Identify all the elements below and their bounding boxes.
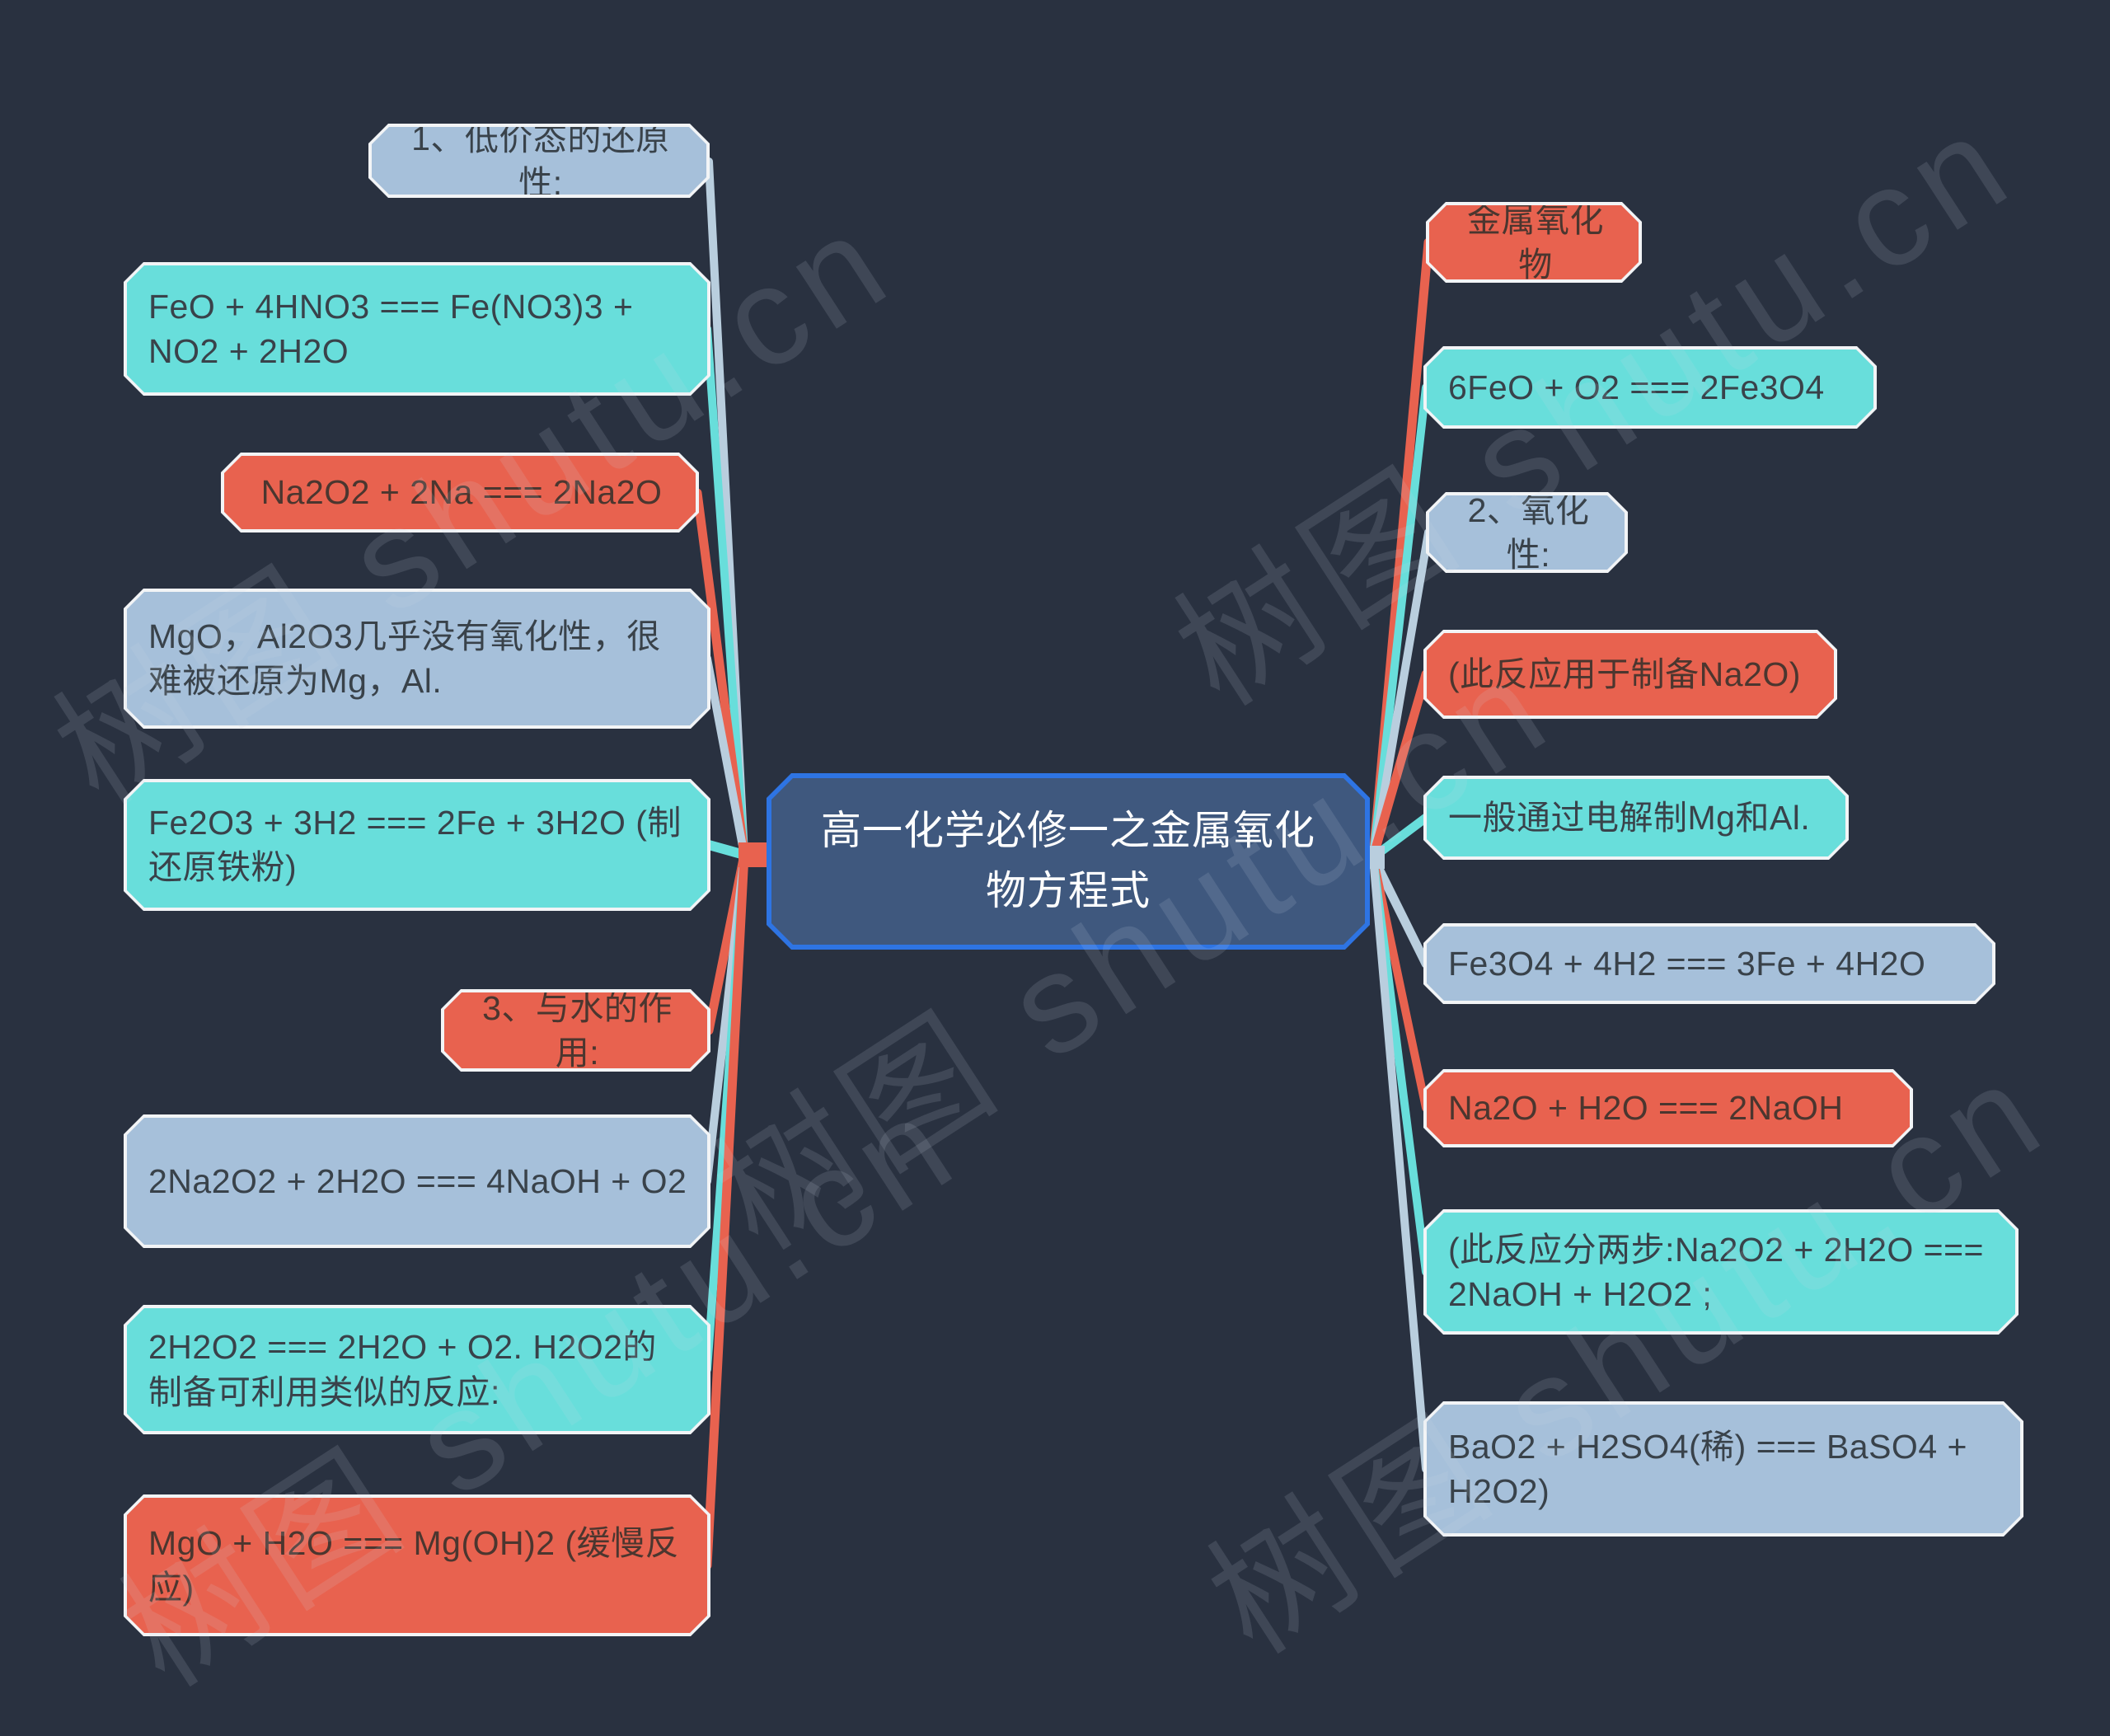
node-text: Fe3O4 + 4H2 === 3Fe + 4H2O [1448, 944, 1926, 983]
node-text: 金属氧化物 [1467, 200, 1604, 284]
node-fill: 6FeO + O2 === 2Fe3O4 [1427, 350, 1873, 425]
node-label-water-reaction[interactable]: 3、与水的作用: [441, 989, 710, 1072]
node-label-oxidizing[interactable]: 2、氧化性: [1426, 492, 1628, 573]
connector-left-9 [702, 850, 749, 1570]
node-text: Na2O + H2O === 2NaOH [1448, 1089, 1844, 1128]
node-text: 6FeO + O2 === 2Fe3O4 [1448, 368, 1825, 406]
node-note-na2o-preparation[interactable]: (此反应用于制备Na2O) [1423, 630, 1837, 719]
node-fill: MgO + H2O === Mg(OH)2 (缓慢反应) [127, 1498, 707, 1633]
node-fill: 金属氧化物 [1429, 205, 1639, 279]
node-eq-na2o2-h2o[interactable]: 2Na2O2 + 2H2O === 4NaOH + O2 [124, 1114, 710, 1248]
connector-right-2 [1369, 383, 1430, 861]
connector-left-4 [703, 655, 748, 859]
node-fill: BaO2 + H2SO4(稀) === BaSO4 + H2O2) [1427, 1405, 2020, 1533]
central-topic-node[interactable]: 高一化学必修一之金属氧化物方程式 [767, 773, 1370, 950]
connector-right-4 [1368, 669, 1431, 862]
node-eq-mgo-h2o[interactable]: MgO + H2O === Mg(OH)2 (缓慢反应) [124, 1494, 710, 1636]
node-note-electrolysis[interactable]: 一般通过电解制Mg和Al. [1423, 776, 1849, 860]
node-fill: Na2O2 + 2Na === 2Na2O [224, 456, 696, 529]
connector-right-3 [1369, 528, 1432, 861]
node-text: 一般通过电解制Mg和Al. [1448, 798, 1811, 837]
node-text: 2H2O2 === 2H2O + O2. H2O2的制备可利用类似的反应: [148, 1328, 657, 1411]
node-fill: (此反应用于制备Na2O) [1427, 633, 1834, 716]
node-fill: 一般通过电解制Mg和Al. [1427, 779, 1845, 856]
node-text: MgO + H2O === Mg(OH)2 (缓慢反应) [148, 1523, 680, 1607]
node-eq-feo-hno3[interactable]: FeO + 4HNO3 === Fe(NO3)3 + NO2 + 2H2O [124, 262, 710, 396]
node-eq-bao2-h2so4[interactable]: BaO2 + H2SO4(稀) === BaSO4 + H2O2) [1423, 1401, 2023, 1537]
node-text: FeO + 4HNO3 === Fe(NO3)3 + NO2 + 2H2O [148, 287, 634, 370]
node-note-two-steps[interactable]: (此反应分两步:Na2O2 + 2H2O === 2NaOH + H2O2 ; [1423, 1209, 2019, 1335]
node-fill: 3、与水的作用: [444, 992, 707, 1068]
node-text: Na2O2 + 2Na === 2Na2O [260, 473, 663, 512]
node-text: Fe2O3 + 3H2 === 2Fe + 3H2O (制还原铁粉) [148, 803, 682, 886]
node-eq-fe3o4-h2[interactable]: Fe3O4 + 4H2 === 3Fe + 4H2O [1423, 923, 1995, 1004]
node-fill: MgO，Al2O3几乎没有氧化性，很难被还原为Mg，Al. [127, 592, 707, 725]
connector-left-2 [703, 325, 748, 859]
node-note-mgo-al2o3[interactable]: MgO，Al2O3几乎没有氧化性，很难被还原为Mg，Al. [124, 589, 710, 729]
node-fill: (此反应分两步:Na2O2 + 2H2O === 2NaOH + H2O2 ; [1427, 1213, 2015, 1331]
node-text: 1、低价态的还原性: [411, 119, 670, 202]
node-text: BaO2 + H2SO4(稀) === BaSO4 + H2O2) [1448, 1427, 1967, 1510]
connector-left-5 [704, 840, 749, 860]
node-fill: Fe2O3 + 3H2 === 2Fe + 3H2O (制还原铁粉) [127, 782, 707, 908]
node-fill: 1、低价态的还原性: [372, 127, 706, 195]
connector-right-9 [1369, 853, 1430, 1473]
node-text: (此反应分两步:Na2O2 + 2H2O === 2NaOH + H2O2 ; [1448, 1230, 1985, 1313]
node-fill: 2、氧化性: [1429, 495, 1625, 570]
node-eq-na2o-h2o[interactable]: Na2O + H2O === 2NaOH [1423, 1069, 1913, 1147]
node-fill: FeO + 4HNO3 === Fe(NO3)3 + NO2 + 2H2O [127, 265, 707, 392]
node-label-reducibility[interactable]: 1、低价态的还原性: [368, 124, 710, 198]
central-topic-fill: 高一化学必修一之金属氧化物方程式 [771, 778, 1365, 945]
connector-right-6 [1368, 852, 1431, 969]
node-text: 2Na2O2 + 2H2O === 4NaOH + O2 [148, 1161, 687, 1200]
node-eq-fe2o3-h2[interactable]: Fe2O3 + 3H2 === 2Fe + 3H2O (制还原铁粉) [124, 779, 710, 911]
node-text: (此反应用于制备Na2O) [1448, 655, 1801, 693]
node-fill: 2H2O2 === 2H2O + O2. H2O2的制备可利用类似的反应: [127, 1308, 707, 1431]
node-fill: Fe3O4 + 4H2 === 3Fe + 4H2O [1427, 927, 1992, 1001]
node-fill: 2Na2O2 + 2H2O === 4NaOH + O2 [127, 1118, 707, 1245]
node-label-metal-oxides[interactable]: 金属氧化物 [1426, 202, 1642, 283]
node-eq-feo-o2[interactable]: 6FeO + O2 === 2Fe3O4 [1423, 346, 1877, 429]
central-topic-title: 高一化学必修一之金属氧化物方程式 [820, 808, 1315, 913]
node-text: 2、氧化性: [1467, 490, 1590, 574]
node-eq-na2o2-na[interactable]: Na2O2 + 2Na === 2Na2O [221, 453, 699, 533]
node-eq-h2o2-decompose[interactable]: 2H2O2 === 2H2O + O2. H2O2的制备可利用类似的反应: [124, 1305, 710, 1434]
node-fill: Na2O + H2O === 2NaOH [1427, 1072, 1910, 1144]
node-text: MgO，Al2O3几乎没有氧化性，很难被还原为Mg，Al. [148, 617, 661, 700]
node-text: 3、与水的作用: [482, 988, 673, 1072]
